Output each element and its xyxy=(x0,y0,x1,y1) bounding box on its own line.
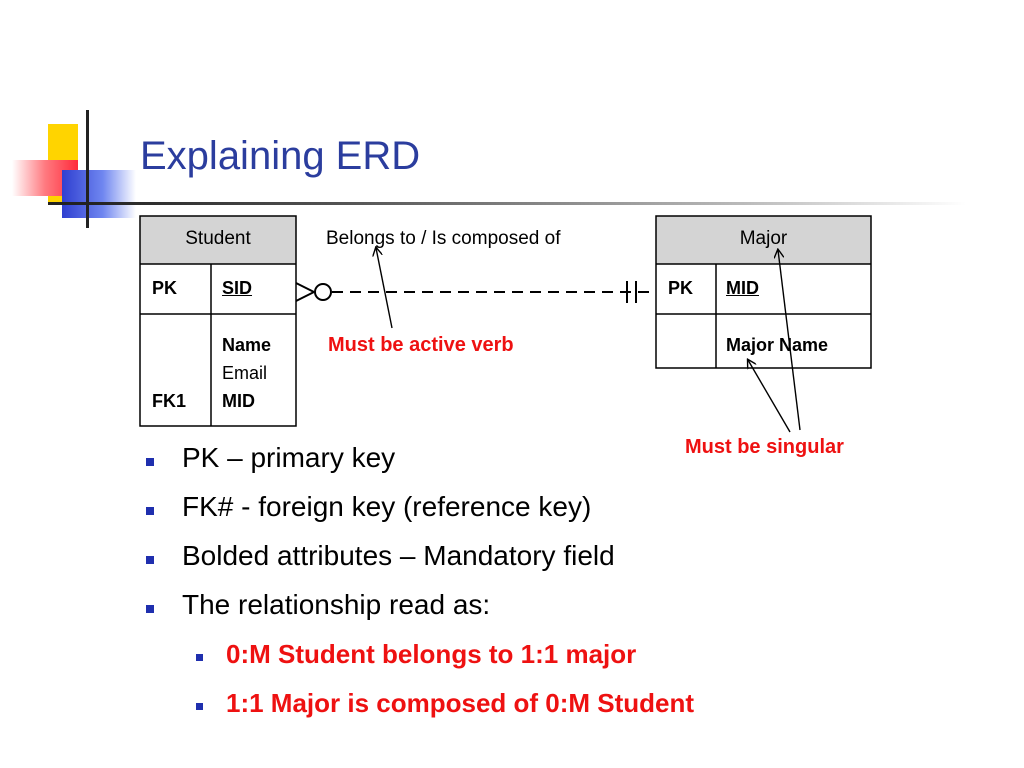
bullet-text: FK# - foreign key (reference key) xyxy=(182,491,592,522)
bullet-text: PK – primary key xyxy=(182,442,396,473)
note-active-verb: Must be active verb xyxy=(328,334,514,356)
student-pk-field: SID xyxy=(222,278,253,298)
major-attr-major-name: Major Name xyxy=(726,335,829,355)
title-underline xyxy=(86,202,966,205)
bullet-square-icon xyxy=(146,458,154,466)
major-entity: Major PK MID Major Name xyxy=(656,216,871,368)
student-attr-email: Email xyxy=(222,363,268,383)
bullet-text: The relationship read as: xyxy=(182,589,491,620)
slide-title: Explaining ERD xyxy=(140,134,421,178)
major-pk-label: PK xyxy=(668,278,694,298)
arrow-to-major-name xyxy=(748,360,791,433)
sub-bullet-text: 1:1 Major is composed of 0:M Student xyxy=(226,688,695,718)
sub-bullet-text: 0:M Student belongs to 1:1 major xyxy=(226,639,637,669)
student-fk-label: FK1 xyxy=(152,391,187,411)
bullet-square-icon xyxy=(146,507,154,515)
student-attr-mid: MID xyxy=(222,391,255,411)
bullet-square-icon xyxy=(196,654,203,661)
logo-vertical-line xyxy=(86,110,89,228)
bullet-text: Bolded attributes – Mandatory field xyxy=(182,540,615,571)
one-and-only-one-icon xyxy=(626,281,637,303)
bullet-square-icon xyxy=(146,605,154,613)
bullet-square-icon xyxy=(146,556,154,564)
student-pk-label: PK xyxy=(152,278,178,298)
major-pk-field: MID xyxy=(726,278,759,298)
major-entity-header: Major xyxy=(656,216,871,264)
relationship-label: Belongs to / Is composed of xyxy=(326,228,561,249)
logo-blue-block xyxy=(62,170,136,218)
student-entity: Student PK SID Name Email FK1 MID xyxy=(140,216,296,426)
student-attr-name: Name xyxy=(222,335,272,355)
bullet-square-icon xyxy=(196,703,203,710)
crow-foot-zero-many-icon xyxy=(295,282,332,302)
arrow-to-relationship-label xyxy=(376,248,393,329)
note-singular: Must be singular xyxy=(685,436,844,458)
student-entity-header: Student xyxy=(140,216,296,264)
